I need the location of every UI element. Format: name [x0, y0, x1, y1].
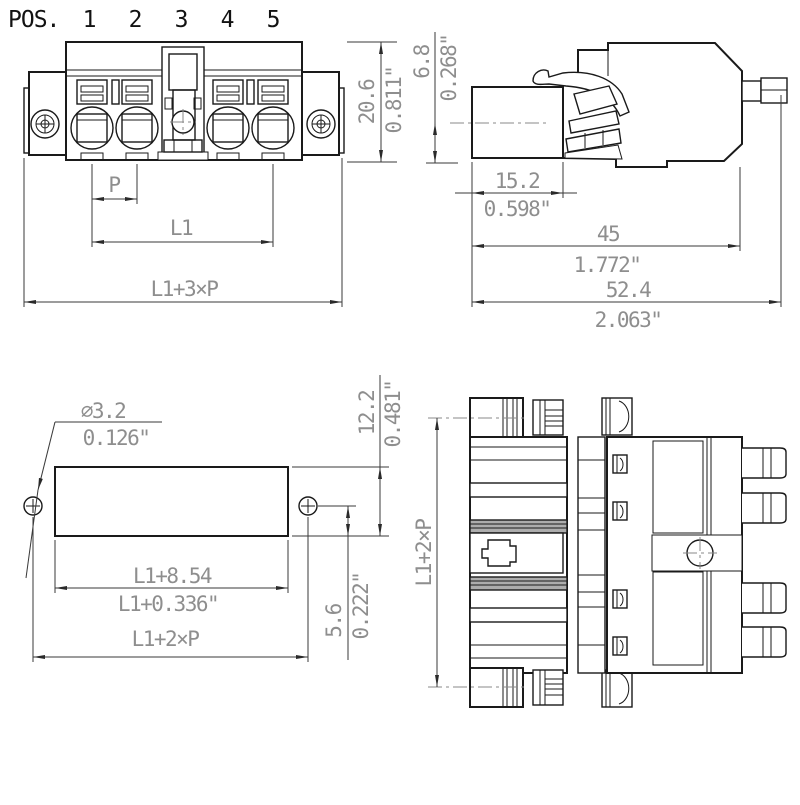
cutout-width-in-label: L1+0.336"	[118, 592, 218, 616]
side-cl-height-in-label: 0.268"	[437, 35, 461, 102]
top-plug-body	[606, 436, 743, 674]
pos-2-label: 2	[129, 7, 142, 33]
pos-3-label: 3	[175, 7, 188, 33]
front-mounting-screws	[30, 109, 336, 139]
side-body-length-in-label: 1.772"	[574, 253, 641, 277]
front-height-in-label: 0.811"	[382, 67, 406, 134]
side-lever	[532, 69, 630, 160]
side-cl-height-mm-label: 6.8	[410, 44, 434, 78]
top-center-rail	[577, 436, 606, 674]
cutout-holes	[23, 496, 318, 516]
front-dimensions: 20.6 0.811" P L1 L1+3×P	[23, 41, 406, 307]
cutout-dimensions: ∅3.2 0.126" 12.2 0.481" 5.6 0.222" L1+8.…	[25, 375, 405, 662]
side-overall-length-in-label: 2.063"	[595, 308, 662, 332]
hole-span-label: L1+2×P	[132, 627, 200, 651]
side-overall-length-mm-label: 52.4	[606, 278, 651, 302]
hatch-lower	[652, 571, 704, 666]
front-l1-label: L1	[170, 216, 193, 240]
cutout-width-mm-label: L1+8.54	[133, 564, 212, 588]
front-height-mm-label: 20.6	[355, 79, 379, 124]
cutout-view: ∅3.2 0.126" 12.2 0.481" 5.6 0.222" L1+8.…	[23, 375, 405, 662]
side-plug-depth-mm-label: 15.2	[495, 169, 540, 193]
top-span-label: L1+2×P	[412, 519, 436, 587]
hole-dia-mm-label: ∅3.2	[81, 399, 126, 423]
side-dimensions: 6.8 0.268" 15.2 0.598" 45 1.772" 52.4 2.…	[410, 32, 782, 332]
top-cable-entries	[742, 447, 787, 658]
hatch-upper	[652, 440, 704, 534]
front-terminals	[70, 79, 295, 161]
top-view: L1+2×P	[412, 397, 787, 708]
top-dimensions: L1+2×P	[412, 418, 439, 687]
hole-offset-in-label: 0.222"	[349, 573, 373, 640]
pos-label: POS.	[8, 7, 59, 33]
front-overall-label: L1+3×P	[151, 277, 219, 301]
cutout-height-in-label: 0.481"	[381, 381, 405, 448]
front-center-latch	[157, 46, 209, 161]
hole-offset-mm-label: 5.6	[322, 603, 346, 637]
pos-1-label: 1	[83, 7, 96, 33]
top-latch-bar-upper	[428, 397, 633, 438]
top-keying-feature	[481, 539, 517, 567]
pos-5-label: 5	[267, 7, 280, 33]
cutout-height-mm-label: 12.2	[355, 391, 379, 436]
front-position-labels: POS. 1 2 3 4 5	[8, 7, 280, 33]
cutout-rectangle	[54, 466, 289, 537]
side-plug	[450, 86, 564, 159]
hole-dia-in-label: 0.126"	[83, 426, 150, 450]
front-pitch-label: P	[108, 173, 120, 197]
top-socket-body	[469, 436, 568, 674]
pos-4-label: 4	[221, 7, 234, 33]
side-plug-depth-in-label: 0.598"	[484, 197, 551, 221]
side-body-length-mm-label: 45	[597, 222, 619, 246]
side-view: 6.8 0.268" 15.2 0.598" 45 1.772" 52.4 2.…	[410, 32, 788, 332]
front-view: POS. 1 2 3 4 5 20.6 0.811" P L1	[8, 7, 406, 307]
